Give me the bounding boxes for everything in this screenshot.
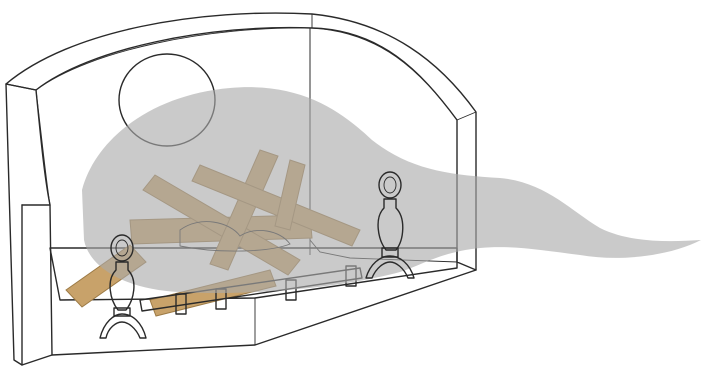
left-side-wall [6, 84, 52, 365]
